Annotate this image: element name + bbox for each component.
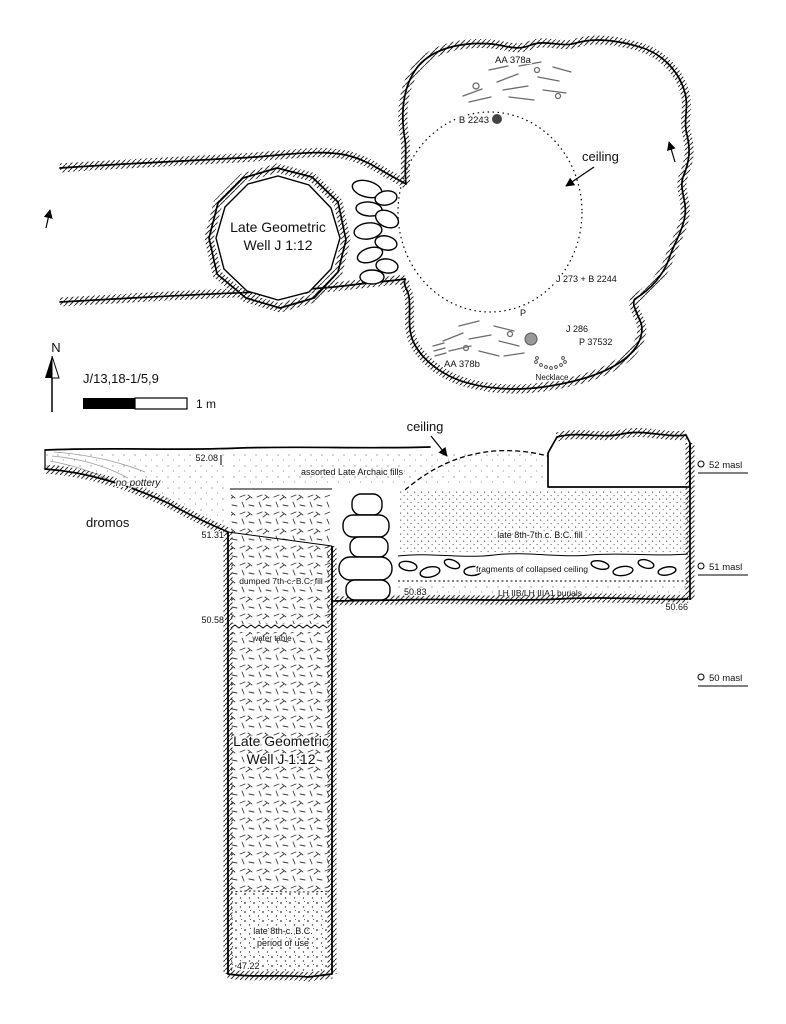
- find-dot-p37532: [524, 332, 538, 346]
- find-label-j273-b2244: J 273 + B 2244: [556, 274, 617, 284]
- elevation-51-31: 51.31: [201, 530, 224, 540]
- necklace-beads: [534, 356, 567, 370]
- late-fill-stipple: [398, 490, 688, 554]
- scale-bar-white-segment: [134, 397, 188, 410]
- elevation-50-66: 50.66: [665, 602, 688, 612]
- section-ceiling-arrow: [430, 435, 448, 457]
- well-outer-rim: [208, 167, 347, 309]
- surface-line: [44, 446, 431, 451]
- well-section-label-line1: Late Geometric: [233, 733, 329, 749]
- well-plan-label-line1: Late Geometric: [230, 219, 326, 235]
- no-pottery-label: no pottery: [116, 478, 161, 489]
- plan-ceiling-arrow: [565, 166, 595, 187]
- find-label-p: P: [520, 308, 526, 318]
- elevation-47-22: 47.22: [237, 961, 260, 971]
- well-fill-pattern: [231, 632, 330, 892]
- restored-ceiling-arc: [404, 450, 549, 491]
- section-ceiling-label: ceiling: [407, 419, 444, 434]
- well-plan-label-line2: Well J 1:12: [244, 237, 313, 253]
- use-period-label-line2: period of use: [257, 938, 309, 948]
- benchmark-label-52: 52 masl: [709, 460, 742, 471]
- dumped-fill-top-boundary: [227, 531, 333, 547]
- find-label-aa378a: AA 378a: [495, 55, 532, 66]
- skeleton-aa378b: [432, 320, 525, 357]
- scale-bar-label: 1 m: [196, 397, 216, 411]
- chamber-wall-hatch: [398, 35, 694, 394]
- chamber-floor-line: [331, 597, 689, 602]
- skeleton-aa378a: [462, 61, 572, 103]
- scale-bar: 1 m: [83, 396, 217, 412]
- well-section-label-line2: Well J 1:12: [247, 751, 316, 767]
- elevation-50-83: 50.83: [404, 587, 427, 597]
- section-view: no pottery dromos 52.08 assorted Late Ar…: [44, 418, 748, 982]
- stomion-blocking-stones: [351, 179, 400, 285]
- find-label-b2243: B 2243: [459, 115, 489, 126]
- north-label: N: [51, 340, 60, 355]
- use-period-stipple: [231, 893, 330, 973]
- elevation-50-58: 50.58: [201, 615, 224, 625]
- dromos-floor-line: [44, 468, 229, 533]
- plan-right-edge-arrow: [667, 141, 676, 163]
- use-period-label-line1: late 8th-c. B.C.: [253, 926, 313, 936]
- elevation-52-08: 52.08: [195, 453, 218, 463]
- benchmark-51-masl: 51 masl: [697, 561, 748, 576]
- blocking-wall-stones-section: [338, 493, 393, 601]
- grid-reference: J/13,18-1/5,9: [83, 371, 159, 386]
- well-inner-rim: [215, 175, 341, 301]
- collapsed-ceiling-stones: [398, 558, 677, 579]
- shaft-bottom-line: [227, 973, 333, 978]
- north-arrow: N: [45, 339, 62, 412]
- use-period-boundary: [230, 890, 331, 893]
- north-arrow-left-half: [45, 356, 52, 378]
- find-label-j286: J 286: [566, 324, 588, 334]
- benchmark-50-masl: 50 masl: [697, 672, 748, 687]
- find-dot-b2243: [492, 114, 502, 124]
- late-fill-label: late 8th-7th c. B.C. fill: [497, 530, 583, 540]
- find-label-p37532: P 37532: [579, 337, 612, 347]
- no-pottery-lens: [45, 450, 228, 532]
- dromos-upper-wall: [59, 151, 407, 185]
- scale-bar-black-segment: [83, 398, 135, 409]
- well-plan: Late Geometric Well J 1:12: [204, 163, 351, 313]
- assorted-fills-stipple: [230, 451, 545, 487]
- benchmark-label-51: 51 masl: [709, 562, 742, 573]
- benchmark-circle: [697, 673, 705, 681]
- dumped-fill-pattern: [231, 492, 330, 624]
- collapse-band-top: [397, 553, 689, 557]
- plan-left-edge-arrow: [43, 209, 53, 229]
- dromos-label: dromos: [86, 515, 130, 530]
- ceiling-outline-dotted: [397, 111, 583, 313]
- plan-ceiling-label: ceiling: [582, 149, 619, 164]
- benchmark-label-50: 50 masl: [709, 673, 742, 684]
- benchmark-52-masl: 52 masl: [697, 459, 748, 474]
- benchmark-circle: [697, 562, 705, 570]
- rock-block-outline: [547, 431, 691, 488]
- benchmark-circle: [697, 460, 705, 468]
- water-table-line: [230, 624, 328, 629]
- north-arrow-right-half: [51, 355, 60, 379]
- find-label-necklace: Necklace: [536, 373, 569, 382]
- collapsed-ceiling-label: fragments of collapsed ceiling: [476, 564, 588, 574]
- assorted-fills-label: assorted Late Archaic fills: [301, 467, 404, 477]
- dumped-fill-label: dumped 7th-c. B.C. fill: [239, 576, 323, 586]
- chamber-wall-outline: [401, 39, 690, 390]
- find-label-aa378b: AA 378b: [444, 359, 480, 370]
- plan-view: Late Geometric Well J 1:12 ceiling AA 37…: [43, 35, 694, 412]
